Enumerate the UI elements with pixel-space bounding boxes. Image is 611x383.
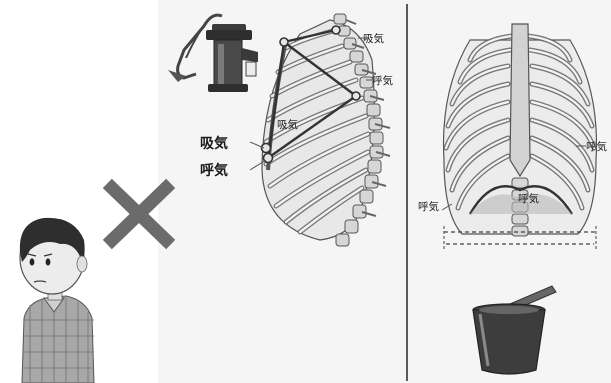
label-exhale-left: 呼気 bbox=[200, 162, 228, 179]
person-icon bbox=[20, 218, 94, 383]
label-exhale-right: 呼気 bbox=[586, 140, 607, 153]
label-inhale-left: 吸気 bbox=[200, 135, 228, 152]
label-inhale-top: 吸気 bbox=[363, 32, 384, 45]
rib-cage-front-icon bbox=[442, 24, 596, 250]
label-exhale-center: 呼気 bbox=[518, 192, 539, 205]
label-inhale-mid: 吸気 bbox=[277, 118, 298, 131]
label-exhale-top: 呼気 bbox=[372, 74, 393, 87]
cross-mark-icon bbox=[112, 188, 166, 240]
label-exhale-front-left: 呼気 bbox=[418, 200, 439, 213]
